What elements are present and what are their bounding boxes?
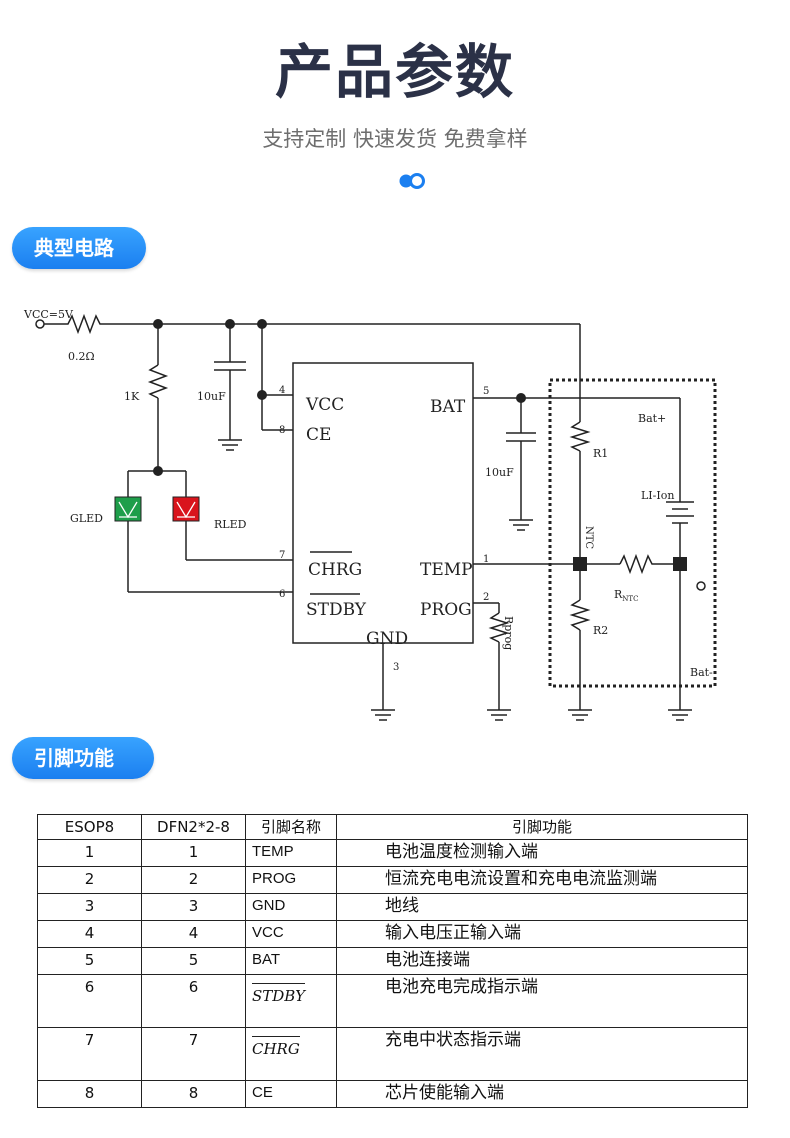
label-pin6: 6: [279, 589, 285, 600]
cell-dfn: 7: [141, 1027, 246, 1081]
cell-name: CE: [245, 1080, 337, 1108]
label-gled: GLED: [70, 512, 103, 525]
label-pin4: 4: [279, 385, 285, 396]
label-pin3: 3: [393, 662, 399, 673]
cell-dfn: 1: [141, 839, 246, 867]
table-row: 1 1 TEMP 电池温度检测输入端: [37, 839, 748, 867]
table-row: 7 7 CHRG 充电中状态指示端: [37, 1027, 748, 1081]
label-cap2: 10uF: [485, 466, 514, 479]
cell-func: 电池充电完成指示端: [336, 974, 748, 1028]
cell-esop: 7: [37, 1027, 142, 1081]
cell-esop: 1: [37, 839, 142, 867]
table-header-row: ESOP8 DFN2*2-8 引脚名称 引脚功能: [37, 814, 748, 840]
ic-pin-prog: PROG: [420, 600, 472, 620]
header-pin-function: 引脚功能: [336, 814, 748, 840]
cell-dfn: 4: [141, 920, 246, 948]
cell-func: 电池连接端: [336, 947, 748, 975]
header-dfn: DFN2*2-8: [141, 814, 246, 840]
cell-dfn: 2: [141, 866, 246, 894]
label-rled: RLED: [214, 518, 247, 531]
ic-pin-stdby: STDBY: [306, 600, 367, 620]
cell-name: TEMP: [245, 839, 337, 867]
cell-func: 充电中状态指示端: [336, 1027, 748, 1081]
ic-pin-bat: BAT: [430, 397, 466, 417]
table-row: 6 6 STDBY 电池充电完成指示端: [37, 974, 748, 1028]
label-pin2: 2: [483, 592, 489, 603]
cell-name: GND: [245, 893, 337, 921]
cell-esop: 5: [37, 947, 142, 975]
cell-esop: 6: [37, 974, 142, 1028]
ic-pin-temp: TEMP: [420, 560, 473, 580]
cell-name: STDBY: [245, 974, 337, 1028]
cell-func: 输入电压正输入端: [336, 920, 748, 948]
cell-name-overline: CHRG: [252, 1036, 300, 1059]
cell-dfn: 8: [141, 1080, 246, 1108]
label-r-in: 0.2Ω: [68, 350, 95, 363]
ic-pin-chrg: CHRG: [308, 560, 362, 580]
label-r2: R2: [593, 624, 608, 637]
table-row: 2 2 PROG 恒流充电电流设置和充电电流监测端: [37, 866, 748, 894]
label-vcc-in: VCC=5V: [23, 308, 74, 321]
label-r-1k: 1K: [124, 390, 140, 403]
cell-func: 电池温度检测输入端: [336, 839, 748, 867]
header-esop8: ESOP8: [37, 814, 142, 840]
label-rntc: RNTC: [614, 588, 638, 603]
ic-pin-vcc: VCC: [305, 395, 344, 415]
cell-name: VCC: [245, 920, 337, 948]
section-pin-function: 引脚功能: [12, 737, 154, 779]
cell-dfn: 6: [141, 974, 246, 1028]
label-pin5: 5: [483, 386, 489, 397]
cell-name: CHRG: [245, 1027, 337, 1081]
table-row: 5 5 BAT 电池连接端: [37, 947, 748, 975]
cell-esop: 8: [37, 1080, 142, 1108]
section-typical-circuit: 典型电路: [12, 227, 146, 269]
table-row: 4 4 VCC 输入电压正输入端: [37, 920, 748, 948]
pin-function-table: ESOP8 DFN2*2-8 引脚名称 引脚功能 1 1 TEMP 电池温度检测…: [37, 814, 748, 1108]
typical-circuit-diagram: VCC=5V 0.2Ω 1K 10uF GLED RLED 4 8 7 6 5 …: [23, 308, 717, 721]
cell-name: BAT: [245, 947, 337, 975]
cell-func: 地线: [336, 893, 748, 921]
cell-esop: 3: [37, 893, 142, 921]
label-ntc: NTC: [583, 526, 594, 549]
cell-esop: 4: [37, 920, 142, 948]
label-bat-minus: Bat-: [690, 666, 713, 679]
cell-esop: 2: [37, 866, 142, 894]
label-bat-plus: Bat+: [638, 412, 666, 425]
cell-func: 恒流充电电流设置和充电电流监测端: [336, 866, 748, 894]
cell-dfn: 5: [141, 947, 246, 975]
carousel-dots-icon: [399, 173, 425, 189]
cell-func: 芯片使能输入端: [336, 1080, 748, 1108]
table-row: 3 3 GND 地线: [37, 893, 748, 921]
label-pin1: 1: [483, 554, 489, 565]
header-pin-name: 引脚名称: [245, 814, 337, 840]
label-li-ion: LI-Ion: [641, 489, 674, 502]
label-rprog: Rprog: [502, 616, 515, 650]
ic-pin-gnd: GND: [366, 629, 408, 649]
page-title: 产品参数: [274, 38, 515, 106]
table-row: 8 8 CE 芯片使能输入端: [37, 1080, 748, 1108]
cell-dfn: 3: [141, 893, 246, 921]
label-cap1: 10uF: [197, 390, 226, 403]
label-pin8: 8: [279, 425, 285, 436]
page-subtitle: 支持定制 快速发货 免费拿样: [262, 127, 528, 151]
ic-pin-ce: CE: [306, 425, 331, 445]
label-pin7: 7: [279, 550, 285, 561]
label-r1: R1: [593, 447, 608, 460]
cell-name: PROG: [245, 866, 337, 894]
cell-name-overline: STDBY: [252, 983, 305, 1006]
